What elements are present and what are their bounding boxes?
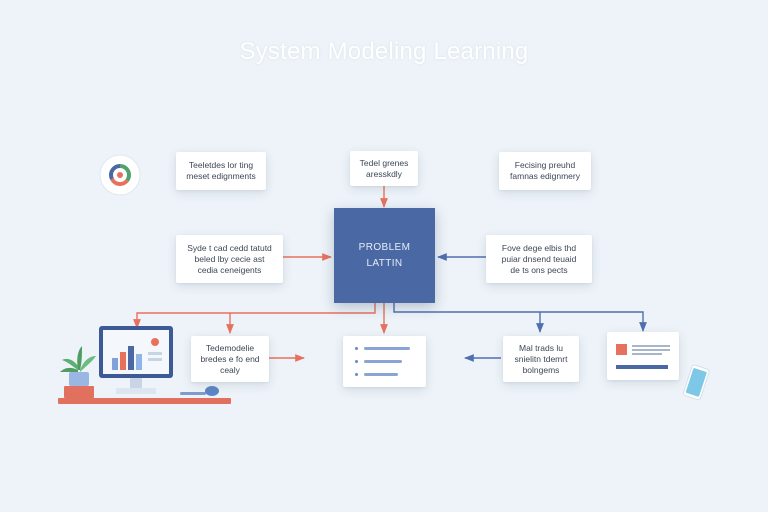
list-row-2 — [355, 360, 402, 363]
card-bottom-right: Mal trads lu snielitn tdemrt bolngems — [503, 336, 579, 382]
monitor-bar-chart-icon — [58, 326, 231, 404]
report-header — [616, 344, 670, 356]
mouse-icon — [180, 386, 219, 396]
donut-chart-icon — [98, 153, 142, 197]
central-node: PROBLEM LATTIN — [334, 208, 435, 303]
card-top-center-text: Tedel grenes aresskdly — [359, 157, 409, 179]
card-top-center: Tedel grenes aresskdly — [350, 151, 418, 186]
page-title: System Modeling Learning — [239, 38, 529, 65]
report-line — [632, 352, 662, 355]
card-mid-left: Syde t cad cedd tatutd beled lby cecie a… — [176, 235, 283, 283]
card-mid-left-text: Syde t cad cedd tatutd beled lby cecie a… — [187, 242, 272, 275]
central-node-line1: PROBLEM — [358, 241, 411, 253]
arrow-central-to-right-cards — [393, 303, 647, 332]
list-bullet — [355, 373, 358, 376]
report-line — [632, 344, 670, 347]
card-bottom-left-text: Tedemodelie bredes e fo end cealy — [200, 342, 260, 375]
card-top-right-text: Fecising preuhd famnas edignmery — [510, 160, 580, 181]
list-document-card — [343, 336, 426, 387]
potted-plant-icon — [60, 346, 96, 398]
card-bottom-right-text: Mal trads lu snielitn tdemrt bolngems — [514, 342, 568, 375]
card-top-left: Teeletdes lor ting meset edignments — [176, 152, 266, 190]
card-mid-right-text: Fove dege elbis thd puiar dnsend teuaid … — [501, 242, 577, 275]
card-bottom-left: Tedemodelie bredes e fo end cealy — [191, 336, 269, 382]
list-bar — [364, 347, 410, 350]
arrow-central-to-monitor — [133, 303, 376, 329]
central-node-line2: LATTIN — [366, 257, 403, 269]
desk-scene — [58, 322, 233, 408]
card-top-left-text: Teeletdes lor ting meset edignments — [186, 160, 256, 181]
list-bar — [364, 373, 398, 376]
report-thumbnail-icon — [616, 344, 627, 355]
report-footer-bar — [616, 364, 668, 369]
list-row-1 — [355, 347, 410, 350]
list-row-3 — [355, 373, 398, 376]
list-bullet — [355, 347, 358, 350]
report-document-card — [607, 332, 679, 380]
report-lines — [632, 344, 670, 356]
card-mid-right: Fove dege elbis thd puiar dnsend teuaid … — [486, 235, 592, 283]
card-top-right: Fecising preuhd famnas edignmery — [499, 152, 591, 190]
report-line — [632, 348, 670, 351]
list-bullet — [355, 360, 358, 363]
list-bar — [364, 360, 402, 363]
phone-icon — [678, 362, 712, 404]
